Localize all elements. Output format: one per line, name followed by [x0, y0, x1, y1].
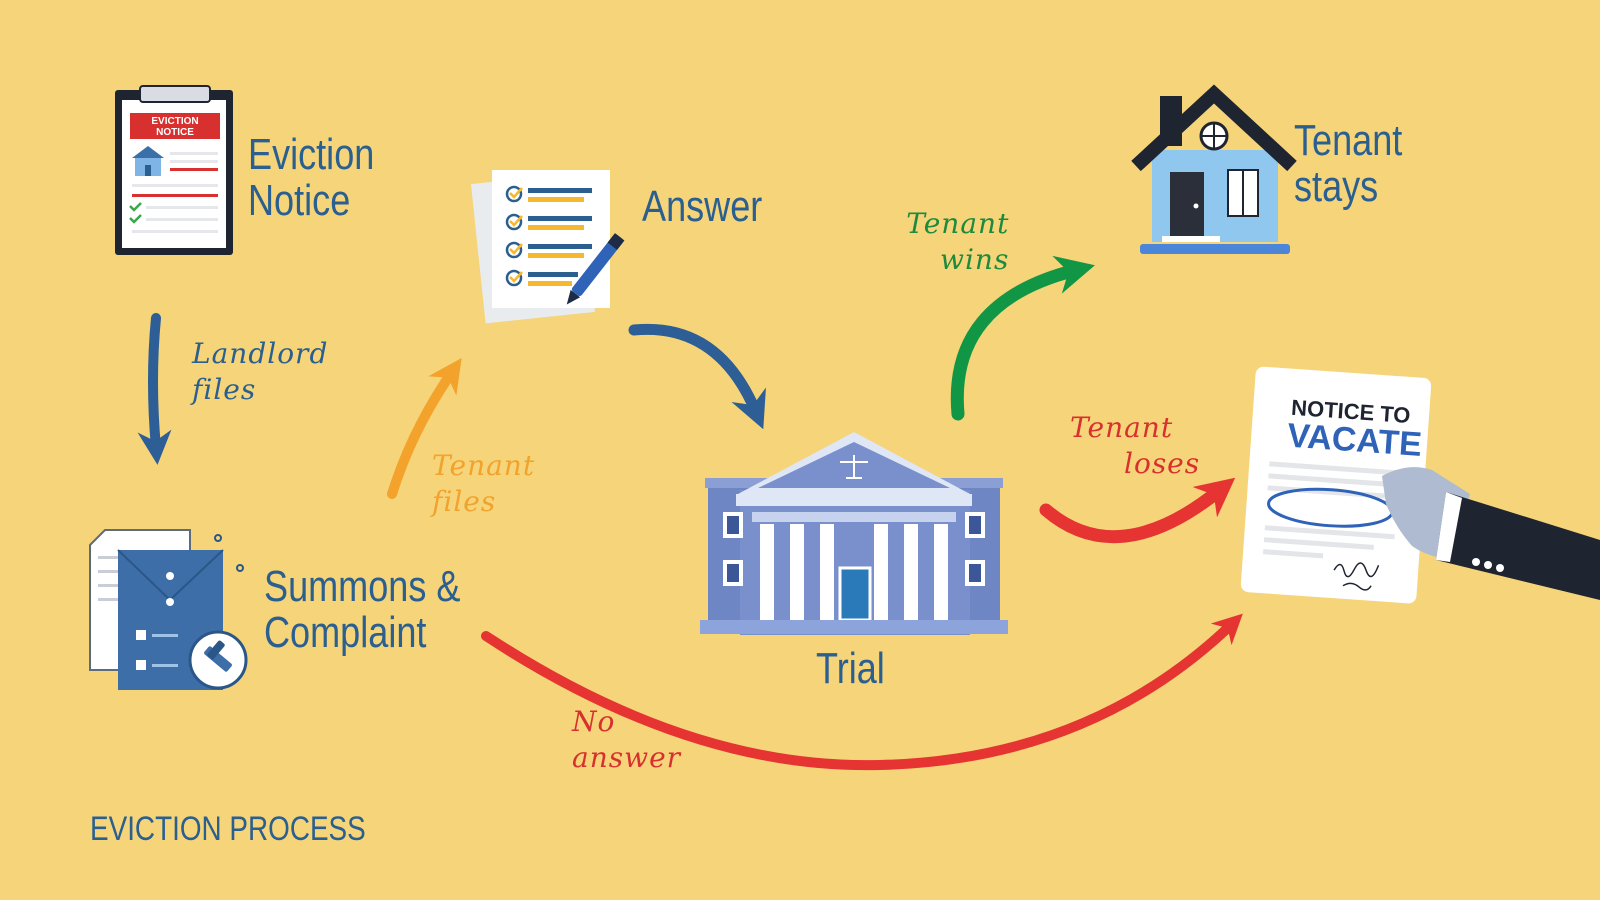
courthouse-icon [700, 432, 1008, 635]
tenant-files-arrow [387, 358, 462, 499]
tenant-stays-label-line2: stays [1294, 162, 1379, 211]
tenant-loses-label: Tenant loses [1070, 410, 1200, 482]
answer-label: Answer [642, 184, 762, 230]
tenant-stays-label: Tenant stays [1294, 118, 1402, 210]
landlord-files-arrow [137, 313, 172, 465]
no-answer-label-line1: No [572, 705, 616, 738]
landlord-files-label-line2: files [192, 373, 257, 406]
footer-title: EVICTION PROCESS [90, 810, 366, 848]
answer-to-trial-arrow [628, 323, 766, 430]
summons-folder-gavel-icon [89, 529, 248, 690]
tenant-wins-label-line2: wins [940, 243, 1010, 276]
tenant-stays-label-line1: Tenant [1294, 116, 1403, 165]
trial-label: Trial [816, 646, 885, 692]
answer-label-text: Answer [642, 182, 763, 231]
no-answer-label-line2: answer [572, 741, 682, 774]
tenant-wins-arrow [950, 255, 1095, 421]
tenant-wins-label-line1: Tenant [906, 207, 1010, 240]
eviction-notice-clipboard-icon: EVICTION NOTICE [115, 85, 233, 255]
tenant-wins-label: Tenant wins [886, 206, 1009, 278]
trial-label-text: Trial [816, 644, 885, 693]
landlord-files-label-line1: Landlord [192, 337, 329, 370]
tenant-loses-label-line1: Tenant [1070, 411, 1174, 444]
notice-to-vacate-document-icon: NOTICE TO VACATE [1240, 366, 1600, 604]
eviction-notice-label-line2: Notice [248, 176, 351, 225]
eviction-notice-icon-text-2: NOTICE [156, 127, 194, 138]
eviction-notice-label-line1: Eviction [248, 130, 375, 179]
summons-label-line2: Complaint [264, 608, 427, 657]
vacate-icon-text-2: VACATE [1286, 417, 1423, 464]
summons-complaint-label: Summons & Complaint [264, 564, 461, 656]
eviction-notice-icon-text-1: EVICTION [151, 116, 198, 127]
tenant-loses-label-line2: loses [1124, 447, 1201, 480]
tenant-files-label-line1: Tenant [432, 449, 536, 482]
tenant-files-label-line2: files [432, 485, 497, 518]
tenant-files-label: Tenant files [432, 448, 535, 520]
no-answer-label: No answer [572, 704, 681, 776]
tenant-loses-arrow [1039, 477, 1236, 544]
summons-label-line1: Summons & [264, 562, 461, 611]
house-icon [1131, 84, 1297, 254]
eviction-notice-label: Eviction Notice [248, 132, 374, 224]
landlord-files-label: Landlord files [192, 336, 328, 408]
no-answer-arrow [481, 613, 1243, 771]
checklist-pen-icon [470, 170, 625, 324]
